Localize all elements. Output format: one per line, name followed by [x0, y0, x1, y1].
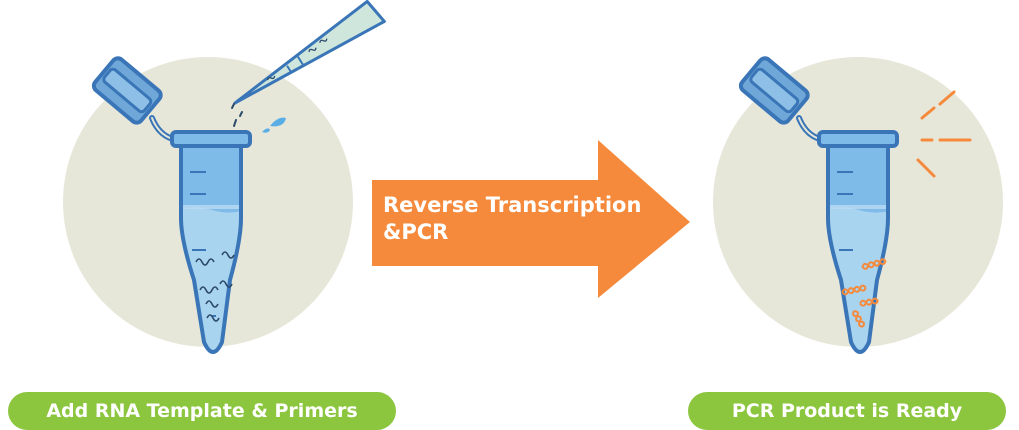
step-label-add-rna: Add RNA Template & Primers [8, 392, 396, 430]
ready-burst-lines [916, 90, 972, 178]
pipette-tip [233, 0, 386, 105]
left-tube-cap [91, 56, 163, 125]
arrow-label-line1: Reverse Transcription [383, 193, 642, 217]
process-arrow [372, 140, 690, 298]
rna-strands [195, 251, 235, 322]
right-tube-cap [738, 56, 810, 125]
arrow-label-line2: &PCR [383, 220, 449, 244]
step-label-pcr-ready: PCR Product is Ready [688, 392, 1006, 430]
arrow-label: Reverse Transcription &PCR [383, 192, 641, 246]
pcr-products [841, 258, 887, 328]
droplets [231, 103, 286, 133]
